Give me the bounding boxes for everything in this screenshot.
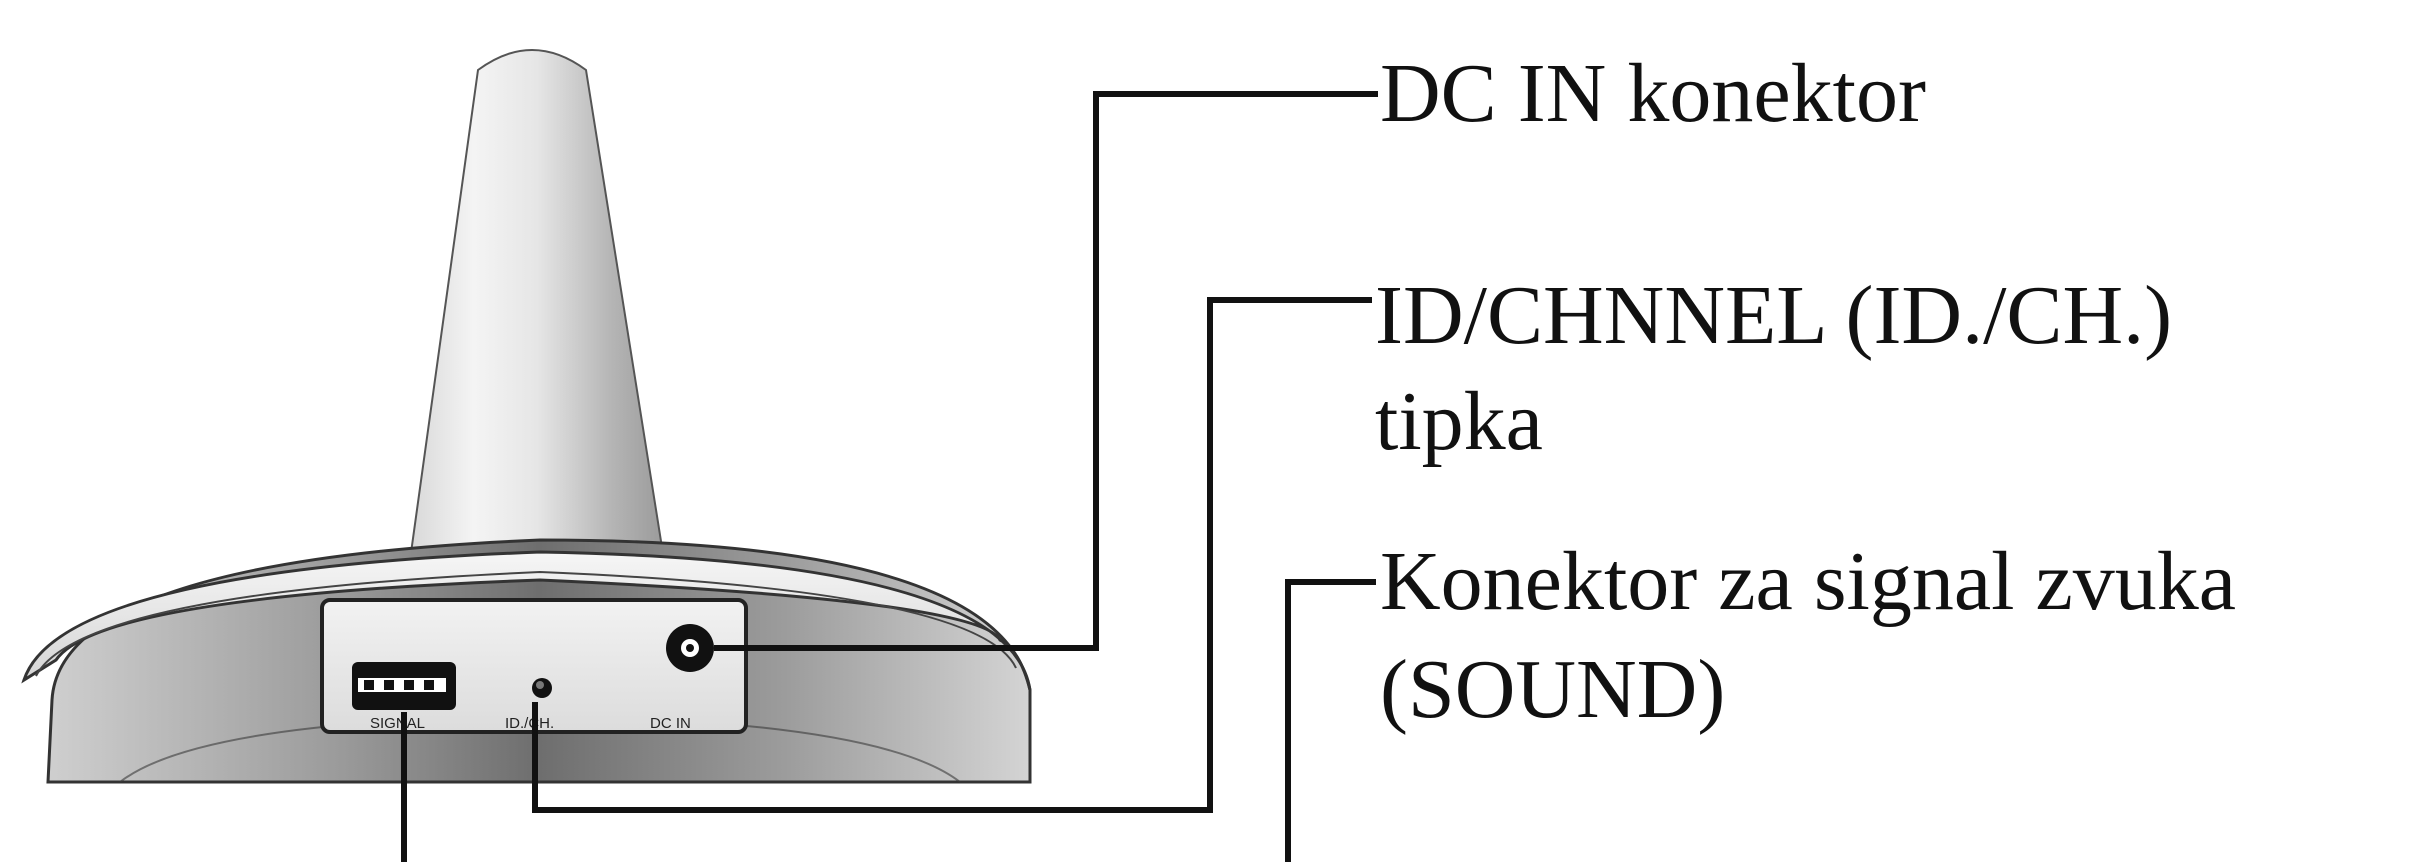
- panel-label-dc-in: DC IN: [650, 715, 691, 732]
- antenna: [408, 49, 666, 561]
- leader-line-id-ch: [532, 297, 1372, 813]
- leader-line-dc-in: [714, 91, 1378, 651]
- signal-port: [352, 662, 456, 710]
- callout-id-channel-subtitle: tipka: [1375, 375, 1543, 468]
- panel-label-id-ch: ID./CH.: [505, 715, 554, 732]
- callout-sound-connector: Konektor za signal zvuka: [1380, 535, 2237, 628]
- callout-id-channel: ID/CHNNEL (ID./CH.): [1375, 269, 2173, 362]
- callout-dc-in: DC IN konektor: [1380, 47, 1926, 140]
- id-ch-button: [532, 678, 552, 698]
- panel-label-signal: SIGNAL: [370, 715, 425, 732]
- leader-line-sound: [1285, 579, 1376, 862]
- dc-in-jack: [666, 624, 714, 672]
- callout-sound-connector-subtitle: (SOUND): [1380, 643, 1726, 736]
- base-rim: [21, 550, 1032, 691]
